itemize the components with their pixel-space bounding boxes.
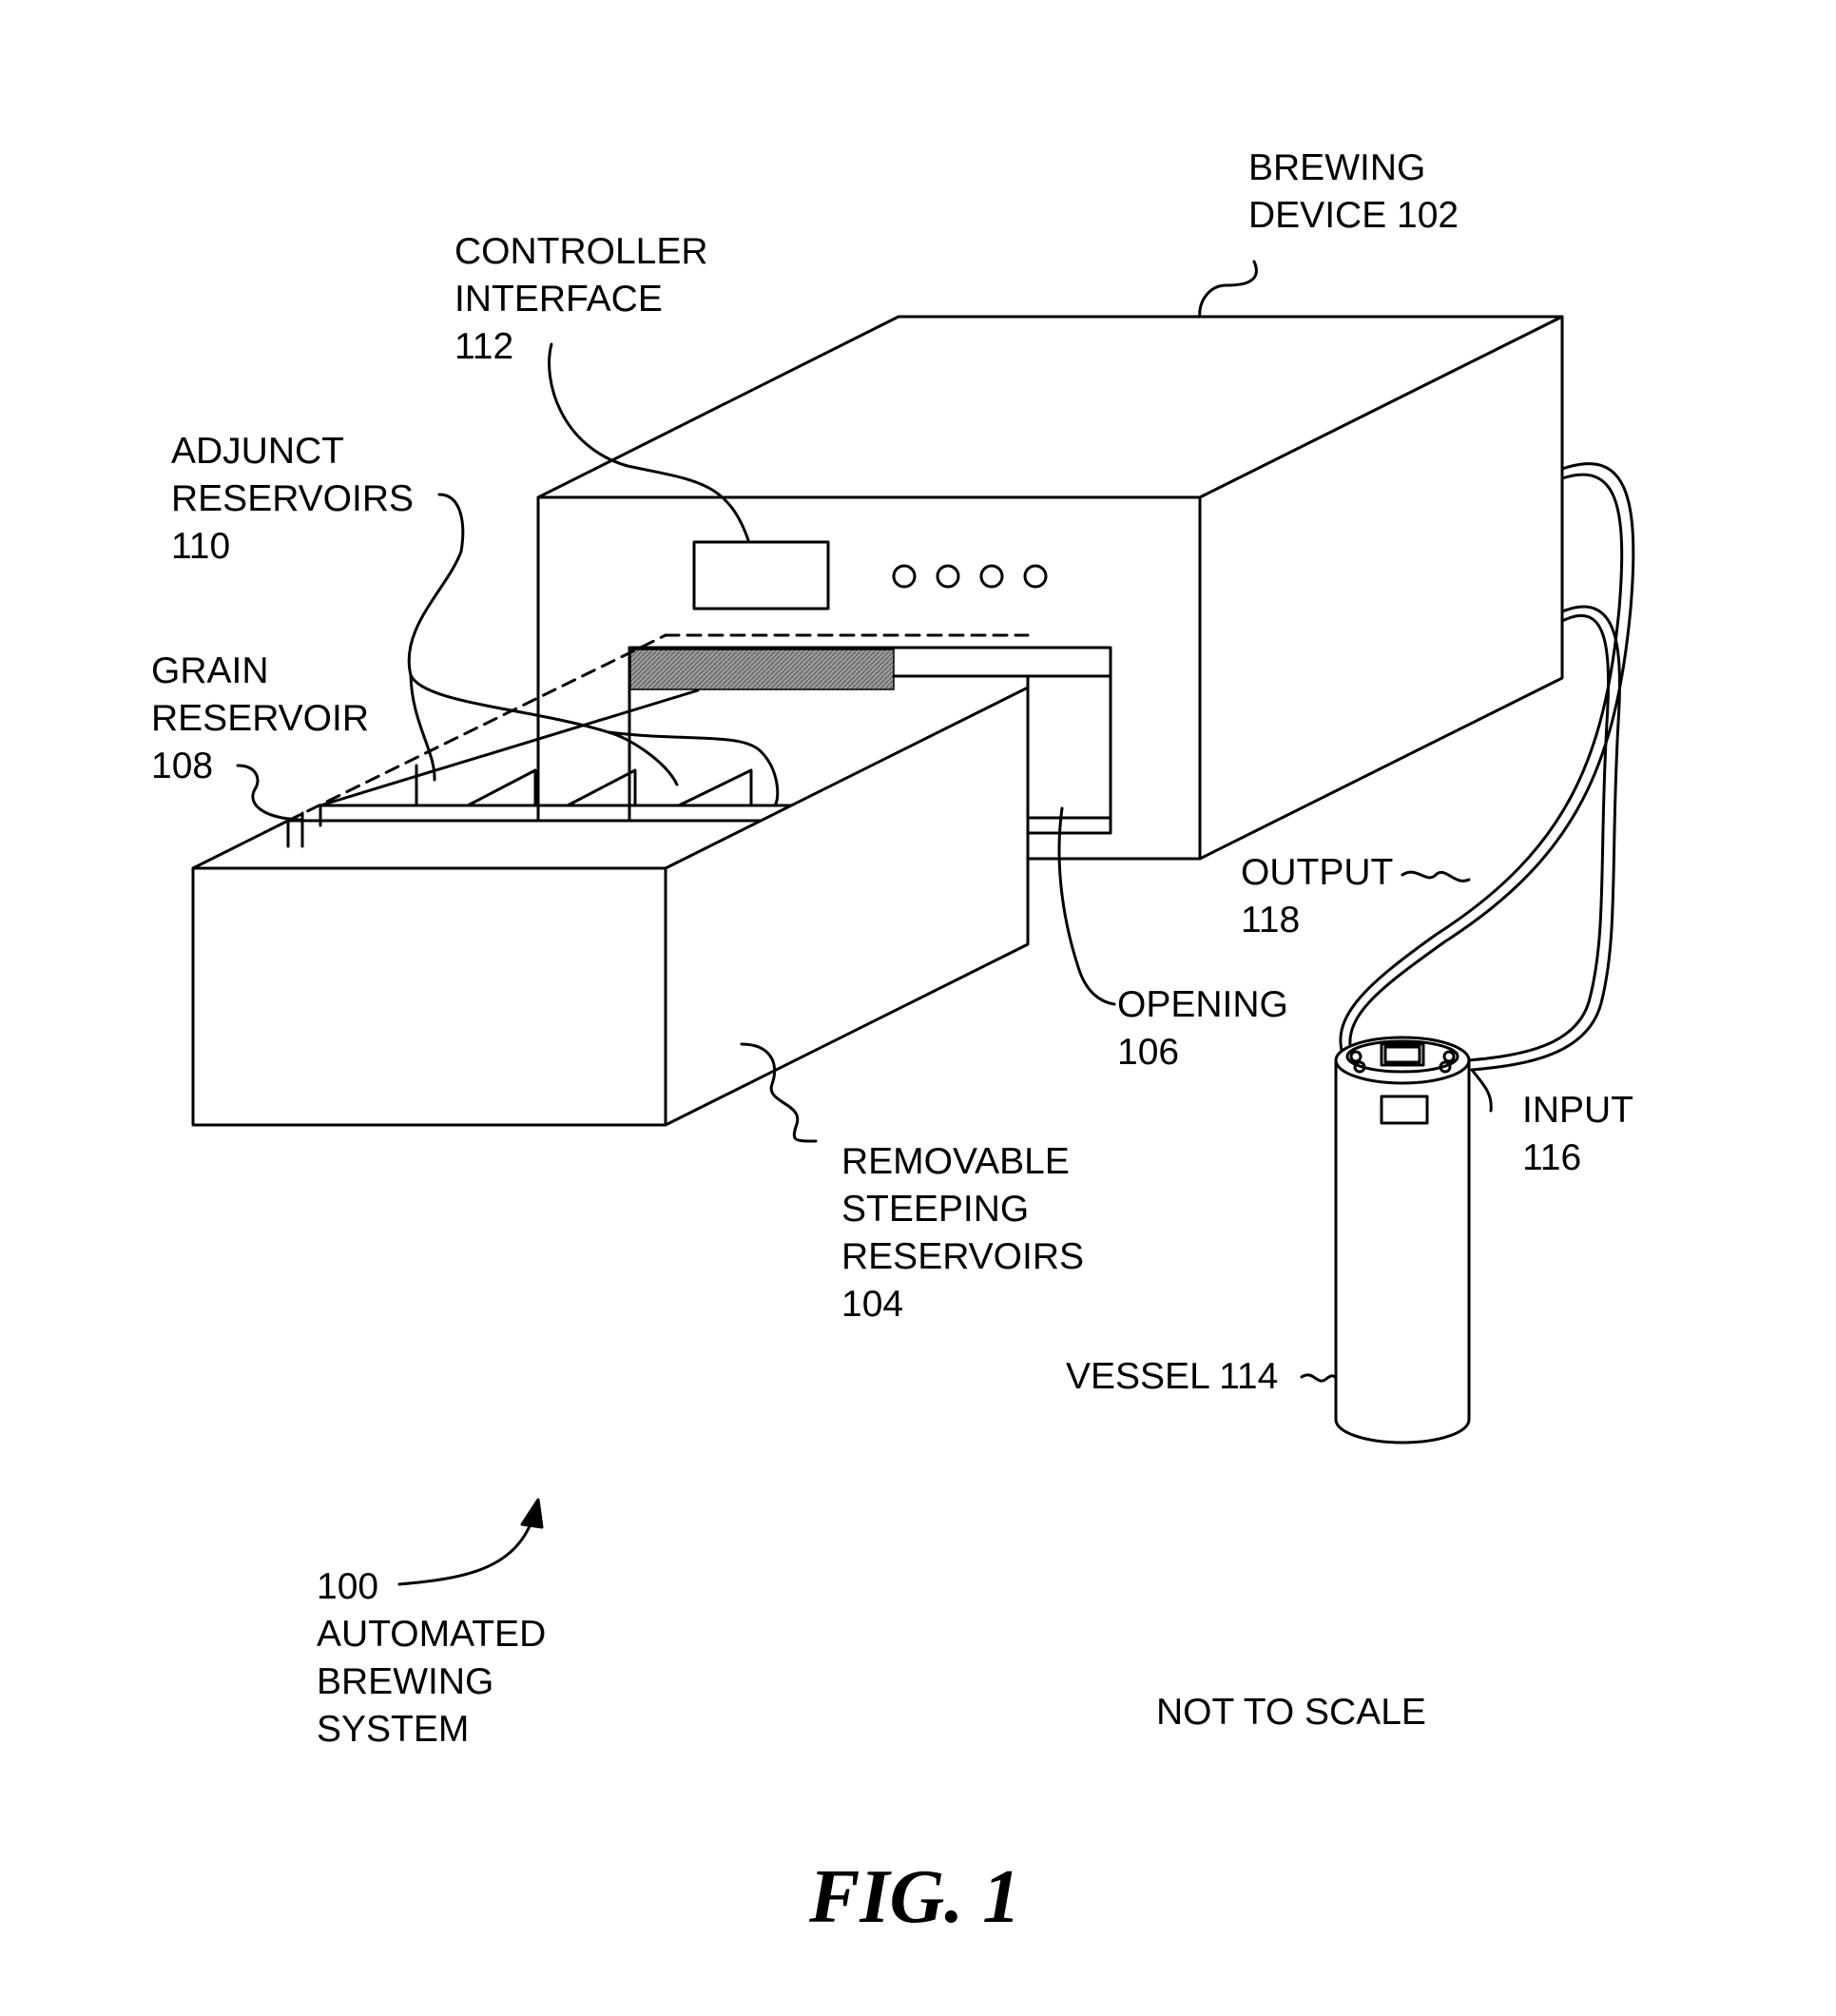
adjunct-reservoirs-label: ADJUNCT RESERVOIRS 110 (171, 428, 414, 571)
opening-label: OPENING 106 (1117, 981, 1288, 1076)
figure-title: FIG. 1 (809, 1854, 1020, 1941)
grain-reservoir-label: GRAIN RESERVOIR 108 (151, 648, 369, 790)
controller-interface-label: CONTROLLER INTERFACE 112 (454, 228, 708, 371)
output-label: OUTPUT 118 (1241, 849, 1393, 944)
steeping-reservoirs-label: REMOVABLE STEEPING RESERVOIRS 104 (841, 1138, 1084, 1328)
vessel (1336, 1037, 1469, 1443)
controller-display (694, 542, 828, 609)
system-label: 100 AUTOMATED BREWING SYSTEM (317, 1563, 546, 1754)
scale-note: NOT TO SCALE (1156, 1689, 1426, 1736)
brewing-device-label: BREWING DEVICE 102 (1248, 145, 1459, 240)
input-label: INPUT 116 (1522, 1087, 1633, 1182)
vessel-label: VESSEL 114 (1066, 1353, 1278, 1401)
